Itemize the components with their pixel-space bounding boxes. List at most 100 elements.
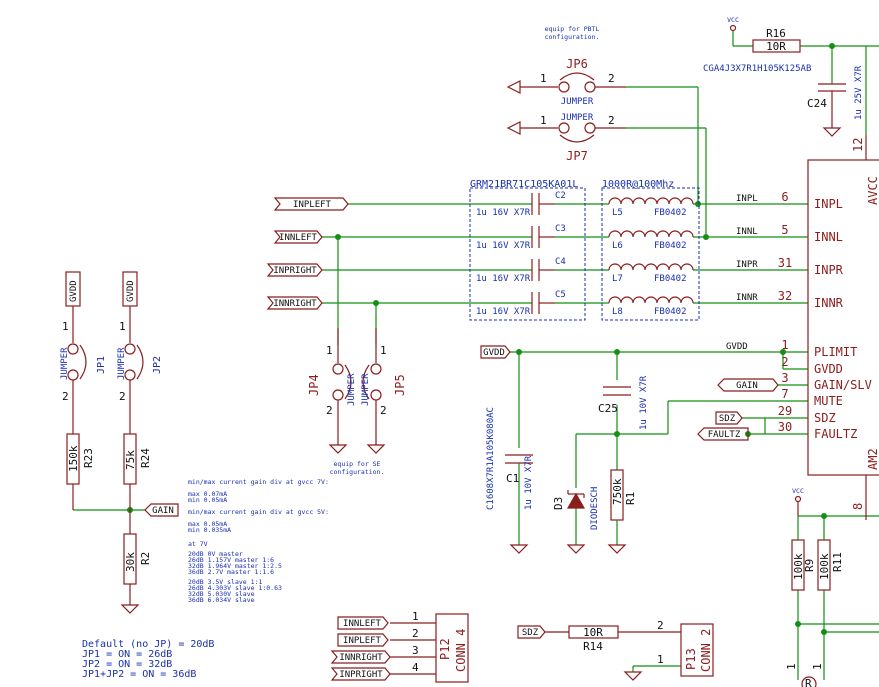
- gain-notes: min/max current gain div at gvcc 7V: max…: [188, 478, 329, 604]
- svg-text:FAULTZ: FAULTZ: [814, 427, 857, 441]
- label-inpleft: INPLEFT: [273, 197, 349, 211]
- p12-label-1: INNLEFT: [337, 616, 389, 630]
- ferrite-l7: L7 FB0402: [608, 263, 694, 284]
- svg-text:32: 32: [778, 289, 792, 303]
- svg-text:R16: R16: [766, 27, 786, 40]
- svg-text:Default (no JP) = 20dB: Default (no JP) = 20dB: [82, 639, 214, 650]
- jumper-jp7: 1 2 JUMPER JP7: [506, 113, 626, 163]
- svg-text:1: 1: [62, 320, 69, 333]
- se-note-2: configuration.: [330, 468, 385, 476]
- input-cap-c3: C3 1u 16V X7R: [476, 224, 566, 251]
- svg-text:L5: L5: [612, 208, 623, 218]
- svg-text:30: 30: [778, 420, 792, 434]
- svg-text:GVDD: GVDD: [483, 348, 505, 358]
- svg-text:75k: 75k: [124, 450, 137, 470]
- svg-text:1: 1: [540, 114, 547, 127]
- svg-text:GAIN/SLV: GAIN/SLV: [814, 378, 872, 392]
- svg-text:1u 16V X7R: 1u 16V X7R: [476, 274, 531, 284]
- p12-label-4: INPRIGHT: [330, 667, 391, 681]
- label-innright: INNRIGHT: [266, 296, 323, 310]
- svg-text:JUMPER: JUMPER: [347, 373, 357, 406]
- connector-p13: 2 1 P13 CONN_2: [657, 619, 714, 677]
- ground-p13: [623, 671, 643, 681]
- resistor-r1: 750k R1: [607, 469, 637, 554]
- svg-text:1: 1: [380, 344, 387, 357]
- jumper-jp1: 1 2 JUMPER JP1: [60, 306, 107, 434]
- svg-text:1u 16V X7R: 1u 16V X7R: [476, 208, 531, 218]
- ferrites-part: 1000R@100Mhz: [602, 179, 674, 190]
- svg-text:JP1 = ON = 26dB: JP1 = ON = 26dB: [82, 649, 172, 660]
- svg-text:FB0402: FB0402: [654, 208, 687, 218]
- svg-text:C4: C4: [555, 257, 566, 267]
- svg-text:750k: 750k: [611, 478, 624, 505]
- svg-text:FB0402: FB0402: [654, 274, 687, 284]
- input-cap-c2: C2 1u 16V X7R: [476, 191, 566, 218]
- power-gvdd-jp1: GVDD: [65, 271, 81, 307]
- svg-text:10R: 10R: [766, 40, 786, 53]
- svg-text:DIODESCH: DIODESCH: [590, 487, 600, 530]
- svg-text:VCC: VCC: [792, 487, 804, 495]
- ic-pin-plimit: 1 PLIMIT: [781, 338, 857, 359]
- svg-text:C25: C25: [598, 402, 618, 415]
- svg-text:CONN_4: CONN_4: [454, 629, 468, 672]
- svg-text:R1: R1: [624, 492, 637, 505]
- resistor-r9: 100k R9: [791, 539, 816, 591]
- svg-text:R24: R24: [139, 448, 152, 468]
- svg-text:3: 3: [412, 644, 419, 657]
- svg-text:C3: C3: [555, 224, 566, 234]
- ic-pin-inpl: 6 INPL: [781, 190, 843, 211]
- jp6-ref: JP6: [566, 57, 588, 71]
- svg-text:30k: 30k: [124, 552, 137, 572]
- svg-text:100k: 100k: [792, 553, 805, 580]
- svg-text:FB0402: FB0402: [654, 241, 687, 251]
- label-faultz: FAULTZ: [697, 427, 749, 441]
- svg-text:INPL: INPL: [814, 197, 843, 211]
- p12-label-3: INNRIGHT: [330, 650, 391, 664]
- label-innleft: INNLEFT: [273, 230, 323, 244]
- p13-ref: P13: [684, 648, 698, 670]
- ic-am2: 6 INPL 5 INNL 31 INPR 32 INNR 1 PLIMIT 2…: [778, 135, 879, 520]
- svg-text:GVDD: GVDD: [69, 280, 79, 302]
- jp7-ref: JP7: [566, 149, 588, 163]
- ic-pin-sdz: 29 SDZ: [778, 404, 836, 425]
- svg-text:C2: C2: [555, 191, 566, 201]
- svg-text:2: 2: [380, 404, 387, 417]
- svg-text:1: 1: [412, 610, 419, 623]
- resistor-r23: 150k R23: [66, 433, 95, 510]
- jumper-jp4: 1 2 JUMPER JP4: [307, 328, 357, 454]
- svg-text:2: 2: [412, 627, 419, 640]
- connector-p12: INNLEFT INPLEFT INNRIGHT INPRIGHT 1 2 3 …: [330, 610, 469, 683]
- jumper-jp2: 1 2 JUMPER JP2: [117, 306, 163, 434]
- svg-text:JUMPER: JUMPER: [361, 373, 371, 406]
- jp4-ref: JP4: [307, 374, 321, 396]
- jumper-jp6: 1 2 JP6 JUMPER: [506, 57, 626, 107]
- svg-text:GVDD: GVDD: [814, 362, 843, 376]
- svg-text:D3: D3: [552, 497, 565, 510]
- label-gain-divider: GAIN: [144, 503, 179, 517]
- label-sdz-bottom: SDZ: [517, 625, 546, 639]
- svg-text:1u 16V X7R: 1u 16V X7R: [476, 307, 531, 317]
- svg-text:1u 16V X7R: 1u 16V X7R: [476, 241, 531, 251]
- ic-pin-inpr: 31 INPR: [778, 256, 844, 277]
- ic-pin-innl: 5 INNL: [781, 223, 843, 244]
- input-caps-box: [469, 187, 586, 321]
- ferrites-box: [601, 187, 700, 321]
- svg-text:5: 5: [781, 223, 788, 237]
- svg-text:L6: L6: [612, 241, 623, 251]
- svg-text:100k: 100k: [818, 553, 831, 580]
- svg-text:GAIN: GAIN: [152, 506, 174, 516]
- jumper-jp5: 1 2 JUMPER JP5: [361, 328, 407, 454]
- diode-d3: D3 DIODESCH: [552, 487, 600, 554]
- svg-text:INPRIGHT: INPRIGHT: [339, 670, 383, 680]
- svg-text:2: 2: [62, 390, 69, 403]
- svg-text:JUMPER: JUMPER: [60, 347, 70, 380]
- net-innr: INNR: [736, 293, 758, 303]
- pbtl-note-2: configuration.: [545, 33, 600, 41]
- svg-text:1u 25V X7R: 1u 25V X7R: [854, 65, 864, 120]
- svg-text:R2: R2: [139, 552, 152, 565]
- input-cap-c4: C4 1u 16V X7R: [476, 257, 566, 284]
- pbtl-note-1: equip for PBTL: [545, 25, 600, 33]
- svg-text:AVCC: AVCC: [866, 176, 879, 205]
- net-inpr: INPR: [736, 260, 758, 270]
- c24-part: CGA4J3X7R1H105K125AB: [703, 64, 811, 74]
